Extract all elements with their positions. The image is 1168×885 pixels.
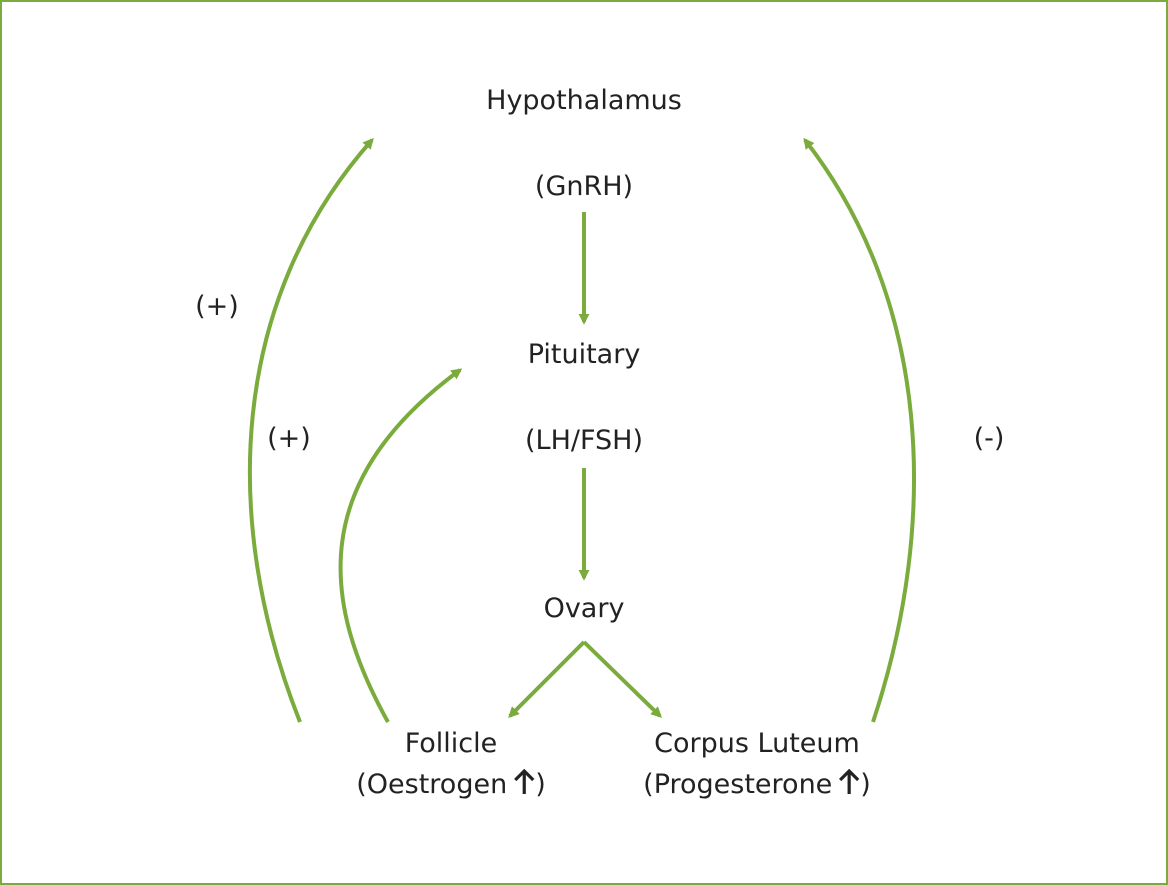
up-arrow-icon [839,769,860,794]
right-feedback-sign: (-) [973,423,1005,454]
ovary-label: Ovary [543,593,625,624]
lh-fsh-label: (LH/FSH) [524,425,644,456]
up-arrow-icon [514,769,535,794]
inner-left-feedback-sign: (+) [267,423,311,454]
arrow-ovary-to-corpus-luteum [582,640,662,718]
arrow-outer-left-feedback [247,137,374,723]
pituitary-label: Pituitary [527,339,641,370]
progesterone-label: (Progesterone) [643,768,871,802]
corpus-luteum-label: Corpus Luteum [654,728,860,759]
gnrh-label: (GnRH) [534,171,634,202]
progesterone-close: ) [860,769,871,800]
progesterone-text: (Progesterone [643,769,833,800]
hypothalamus-label: Hypothalamus [486,85,682,116]
arrow-inner-left-feedback [338,368,463,723]
oestrogen-close: ) [535,769,546,800]
arrow-ovary-to-follicle [508,640,586,718]
arrow-right-feedback [803,137,916,723]
oestrogen-text: (Oestrogen [356,769,508,800]
outer-left-feedback-sign: (+) [195,291,239,322]
follicle-label: Follicle [404,728,498,759]
oestrogen-label: (Oestrogen) [356,768,546,802]
